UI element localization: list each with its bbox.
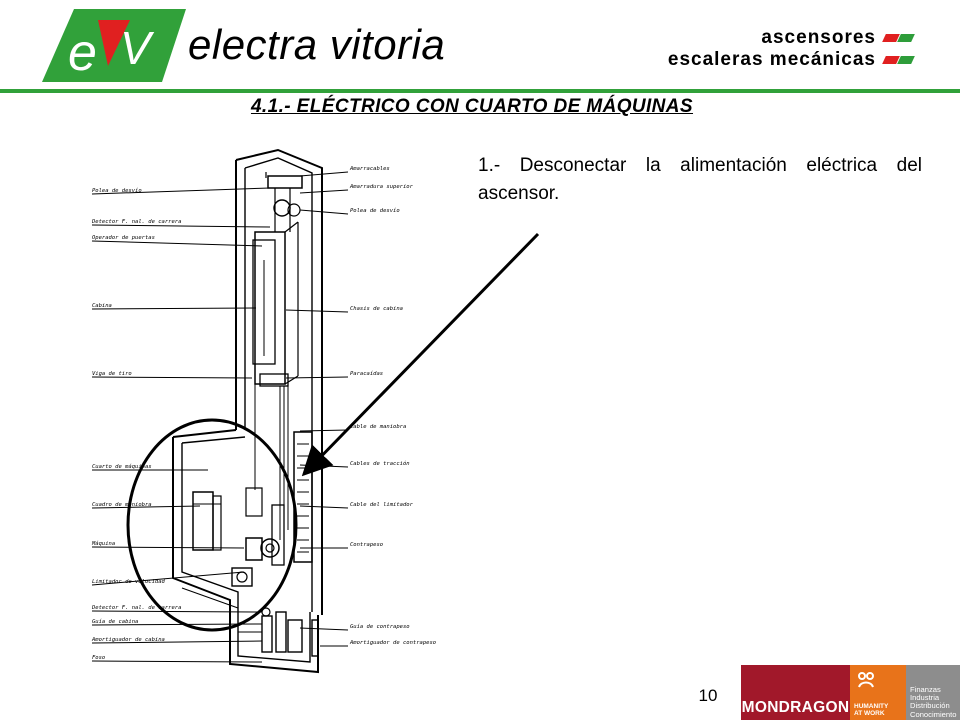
- component-label: Amarradura superior: [349, 184, 414, 190]
- tagline-text: escaleras mecánicas: [667, 49, 876, 70]
- right-labels: Amarracables Amarradura superior Polea d…: [349, 166, 436, 646]
- component-label: Paracaídas: [350, 370, 383, 377]
- header-divider: [0, 89, 960, 93]
- component-label: Chasis de cabina: [350, 306, 403, 312]
- control-cabinet: [192, 491, 214, 551]
- tagline-text: ascensores: [761, 27, 876, 48]
- machine-room: [181, 491, 280, 609]
- mondragon-logo: MONDRAGON HUMANITY AT WORK Finanzas Indu…: [741, 665, 960, 720]
- component-label: Guía de contrapeso: [350, 623, 410, 630]
- electra-vitoria-logo: e V electra vitoria: [38, 6, 478, 86]
- slide-title: 4.1.- ELÉCTRICO CON CUARTO DE MÁQUINAS: [250, 96, 694, 117]
- component-label: Amarracables: [349, 166, 390, 172]
- speed-limiter: [231, 567, 253, 587]
- tagline-ascensores: ascensores: [668, 27, 914, 49]
- left-labels: Polea de desvío Detector F. nal. de carr…: [91, 187, 181, 661]
- component-label: Polea de desvío: [92, 187, 142, 194]
- mondragon-red-block: MONDRAGON: [741, 665, 850, 720]
- component-label: Polea de desvío: [350, 207, 400, 214]
- component-label: Guía de cabina: [92, 618, 138, 625]
- component-label: Foso: [92, 655, 105, 661]
- humanity-at-work-text: HUMANITY AT WORK: [854, 703, 889, 717]
- component-label: Cables de tracción: [350, 460, 410, 467]
- sectors-block: Finanzas Industria Distribución Conocimi…: [906, 665, 960, 720]
- ev-logo-mark: e V: [42, 9, 186, 82]
- component-label: Amortiguador de contrapeso: [349, 640, 436, 646]
- pointer-arrow: [301, 232, 540, 477]
- humanity-block: HUMANITY AT WORK: [850, 665, 906, 720]
- machine-room-highlight: [126, 418, 298, 632]
- shaft-walls: [172, 148, 323, 674]
- instruction-step: 1.- Desconectar la alimentación eléctric…: [478, 155, 922, 204]
- brand-name: electra vitoria: [188, 21, 446, 68]
- component-label: Limitador de velocidad: [92, 579, 166, 585]
- elevator-car: [252, 221, 299, 387]
- component-label: Operador de puertas: [92, 235, 155, 241]
- traction-machine: [245, 537, 263, 561]
- people-link-icon: [858, 672, 874, 688]
- svg-text:V: V: [120, 22, 155, 74]
- component-label: Viga de tiro: [92, 371, 132, 377]
- svg-text:e: e: [68, 24, 97, 82]
- component-label: Cable de maniobra: [350, 424, 406, 430]
- mondragon-wordmark: MONDRAGON: [741, 699, 850, 716]
- shaft-pit: [238, 607, 319, 657]
- component-label: Cuarto de máquinas: [92, 463, 152, 470]
- component-label: Máquina: [91, 540, 115, 547]
- company-tagline: ascensores escaleras mecánicas: [668, 27, 914, 71]
- component-label: Cabina: [92, 303, 112, 309]
- component-label: Detector F. nal. de carrera: [91, 219, 181, 225]
- label-leaders: [91, 171, 349, 663]
- page-number: 10: [698, 686, 718, 705]
- component-label: Cuadro de maniobra: [92, 502, 152, 508]
- tagline-escaleras: escaleras mecánicas: [668, 49, 914, 71]
- component-label: Amortiguador de cabina: [91, 637, 165, 643]
- component-label: Cable del limitador: [350, 502, 414, 508]
- sectors-text: Finanzas Industria Distribución Conocimi…: [910, 685, 957, 719]
- component-label: Detector F. nal. de carrera: [91, 605, 181, 611]
- component-label: Contrapeso: [350, 542, 383, 548]
